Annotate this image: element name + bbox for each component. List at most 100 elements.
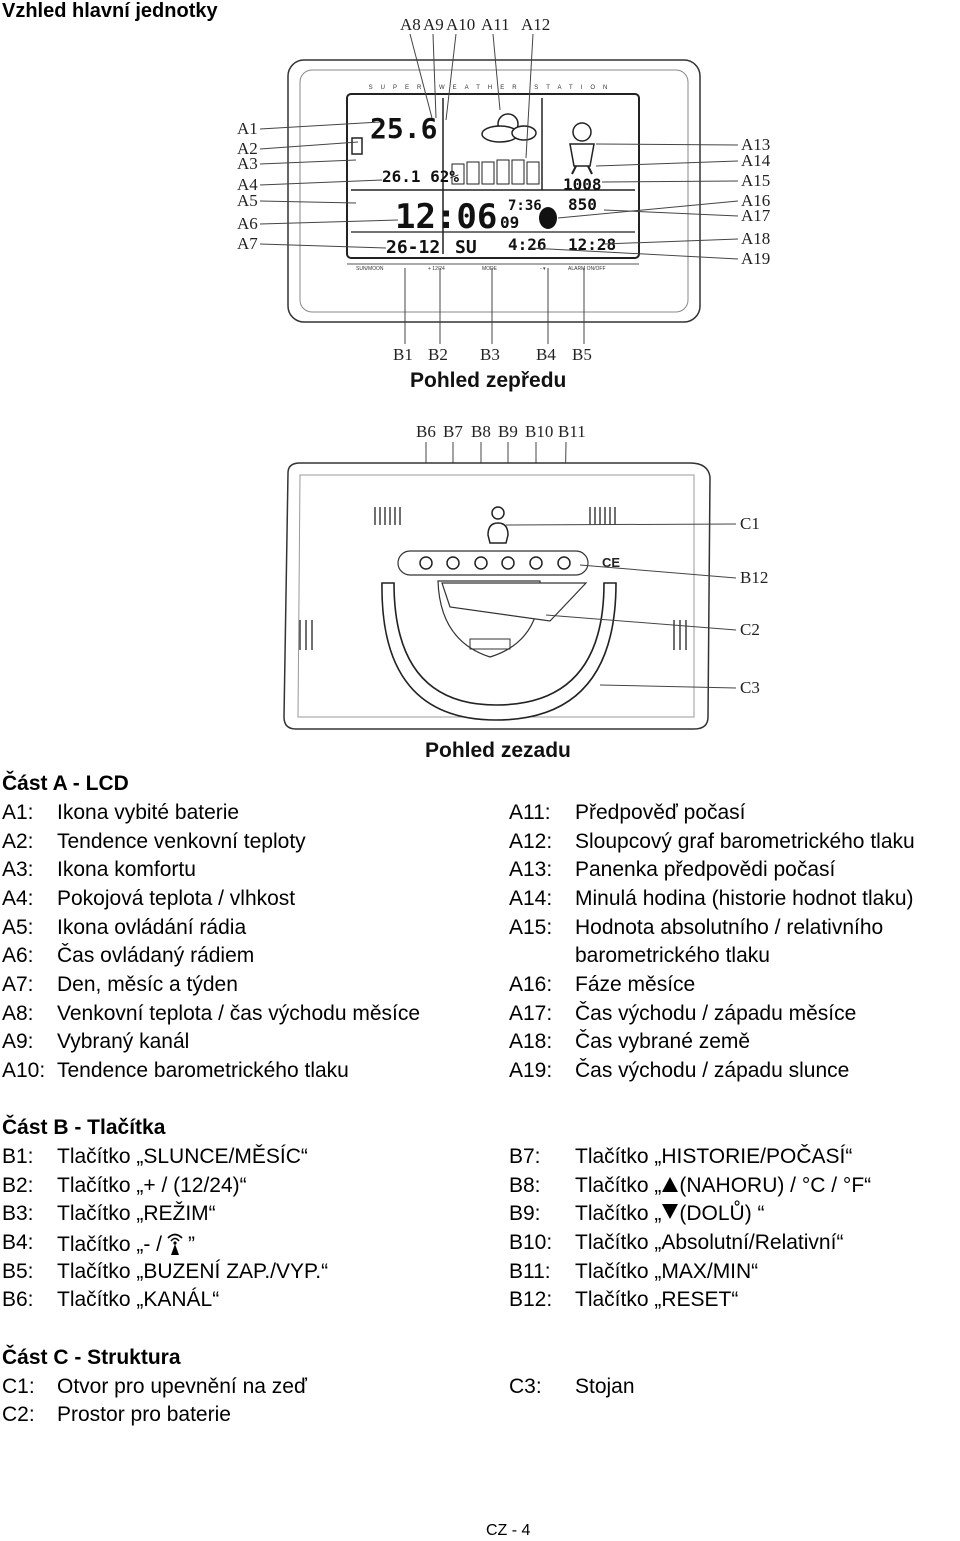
item-code: B10: <box>509 1231 553 1254</box>
item-text: Čas východu / západu slunce <box>575 1059 850 1082</box>
section-b-heading: Část B - Tlačítka <box>2 1116 166 1139</box>
label-b8: B8 <box>471 422 491 441</box>
label-a15: A15 <box>741 171 770 190</box>
item-text: Tendence venkovní teploty <box>57 830 306 853</box>
item-code: A14: <box>509 887 553 910</box>
triangle-down-icon <box>662 1204 679 1219</box>
item-text: Panenka předpovědi počasí <box>575 858 836 881</box>
label-b10: B10 <box>525 422 553 441</box>
back-right-labels: C1 B12 C2 C3 <box>740 514 768 697</box>
list-item: B5:Tlačítko „BUZENÍ ZAP./VYP.“ <box>2 1260 328 1284</box>
label-c2: C2 <box>740 620 760 639</box>
list-item: A18:Čas vybrané země <box>509 1030 750 1054</box>
item-code: A17: <box>509 1002 553 1025</box>
list-item: B6:Tlačítko „KANÁL“ <box>2 1288 219 1312</box>
item-code: B8: <box>509 1174 541 1197</box>
label-a6: A6 <box>237 214 258 233</box>
item-code: A19: <box>509 1059 553 1082</box>
item-text: Předpověď počasí <box>575 801 746 824</box>
item-text: Ikona ovládání rádia <box>57 916 247 939</box>
item-code: B2: <box>2 1174 34 1197</box>
front-view-caption: Pohled zepředu <box>410 369 566 392</box>
item-code: A1: <box>2 801 34 824</box>
item-text: Minulá hodina (historie hodnot tlaku) <box>575 887 914 910</box>
lcd-date: 26-12 <box>386 237 440 258</box>
strip-minus: - ▾ <box>540 266 546 272</box>
item-text: Ikona komfortu <box>57 858 196 881</box>
item-code: A10: <box>2 1059 46 1082</box>
page-title: Vzhled hlavní jednotky <box>2 0 218 22</box>
item-text: Tlačítko „BUZENÍ ZAP./VYP.“ <box>57 1260 329 1283</box>
item-text: Ikona vybité baterie <box>57 801 240 824</box>
list-item: C2: Prostor pro baterie <box>2 1403 231 1427</box>
item-code: B12: <box>509 1288 553 1311</box>
lcd-pressure: 1008 <box>563 175 602 194</box>
front-bottom-labels: B1 B2 B3 B4 B5 <box>393 345 592 364</box>
label-a14: A14 <box>741 151 771 170</box>
item-code: C3: <box>509 1375 542 1398</box>
item-code: A3: <box>2 858 34 881</box>
label-a5: A5 <box>237 191 258 210</box>
lcd-moonrise: 7:36 <box>508 198 542 214</box>
list-item: A16: Fáze měsíce <box>509 973 695 997</box>
forecast-doll-icon <box>569 122 595 175</box>
item-code: C2: <box>2 1403 35 1426</box>
item-text-post: ” <box>188 1233 196 1256</box>
item-code: A16: <box>509 973 553 996</box>
item-text: Hodnota absolutního / relativního <box>575 916 884 939</box>
label-b11: B11 <box>558 422 586 441</box>
vent-slots <box>299 507 687 650</box>
label-a17: A17 <box>741 206 771 225</box>
brand-text: SUPER WEATHER STATION <box>369 85 616 91</box>
list-item: A7:Den, měsíc a týden <box>2 973 238 997</box>
pressure-bar-graph <box>451 159 540 185</box>
list-item: A17:Čas východu / západu měsíce <box>509 1002 856 1026</box>
item-text: Den, měsíc a týden <box>57 973 238 996</box>
label-a10: A10 <box>446 15 475 34</box>
item-code: B11: <box>509 1260 551 1283</box>
item-code: A15: <box>509 916 553 939</box>
item-text: Prostor pro baterie <box>57 1403 231 1426</box>
front-right-labels: A13 A14 A15 A16 A17 A18 A19 <box>741 135 771 268</box>
antenna-icon <box>167 1233 183 1255</box>
label-a1: A1 <box>237 119 258 138</box>
item-text: Tlačítko „REŽIM“ <box>57 1202 216 1225</box>
list-item: C3: Stojan <box>509 1375 635 1399</box>
lcd-time: 12:06 <box>395 197 497 237</box>
item-text: Otvor pro upevnění na zeď <box>57 1375 307 1398</box>
item-text-pre: Tlačítko „ <box>575 1202 662 1225</box>
list-item: B11:Tlačítko „MAX/MIN“ <box>509 1260 758 1284</box>
label-a4: A4 <box>237 175 258 194</box>
list-item: B2: Tlačítko „+ / (12/24)“ <box>2 1174 247 1198</box>
lcd-weekday: SU <box>455 237 477 258</box>
item-code: A12: <box>509 830 553 853</box>
list-item: B1:Tlačítko „SLUNCE/MĚSÍC“ <box>2 1145 308 1169</box>
front-case-inner <box>299 69 689 313</box>
item-code: A13: <box>509 858 553 881</box>
label-c1: C1 <box>740 514 760 533</box>
label-a3: A3 <box>237 154 258 173</box>
list-item: A4:Pokojová teplota / vlhkost <box>2 887 295 911</box>
strip-sun-moon: SUN/MOON <box>356 266 384 272</box>
item-text: Tlačítko „- /” <box>57 1231 195 1257</box>
item-text-post: (NAHORU) / °C / °F“ <box>679 1174 872 1197</box>
label-b12: B12 <box>740 568 768 587</box>
lcd-sea-level: 850 <box>568 195 597 214</box>
list-item: B8:Tlačítko „(NAHORU) / °C / °F“ <box>509 1174 871 1198</box>
item-text: Tlačítko „+ / (12/24)“ <box>57 1174 247 1197</box>
front-top-labels: A8 A9 A10 A11 A12 <box>400 15 550 34</box>
list-item: A12:Sloupcový graf barometrického tlaku <box>509 830 915 854</box>
triangle-up-icon <box>662 1177 679 1192</box>
wall-mount-hole <box>487 506 509 544</box>
list-item: A14: Minulá hodina (historie hodnot tlaku… <box>509 887 914 911</box>
lcd-seconds: 09 <box>500 213 519 232</box>
item-text-post: (DOLŮ) “ <box>679 1202 765 1225</box>
item-text: Stojan <box>575 1375 635 1398</box>
list-item: A2:Tendence venkovní teploty <box>2 830 306 854</box>
item-text: Pokojová teplota / vlhkost <box>57 887 296 910</box>
label-b6: B6 <box>416 422 436 441</box>
list-item: B7:Tlačítko „HISTORIE/POČASÍ“ <box>509 1145 852 1169</box>
label-c3: C3 <box>740 678 760 697</box>
item-text: Vybraný kanál <box>57 1030 190 1053</box>
back-view-diagram: B6 B7 B8 B9 B10 B11 CE C1 B12 <box>283 422 768 762</box>
